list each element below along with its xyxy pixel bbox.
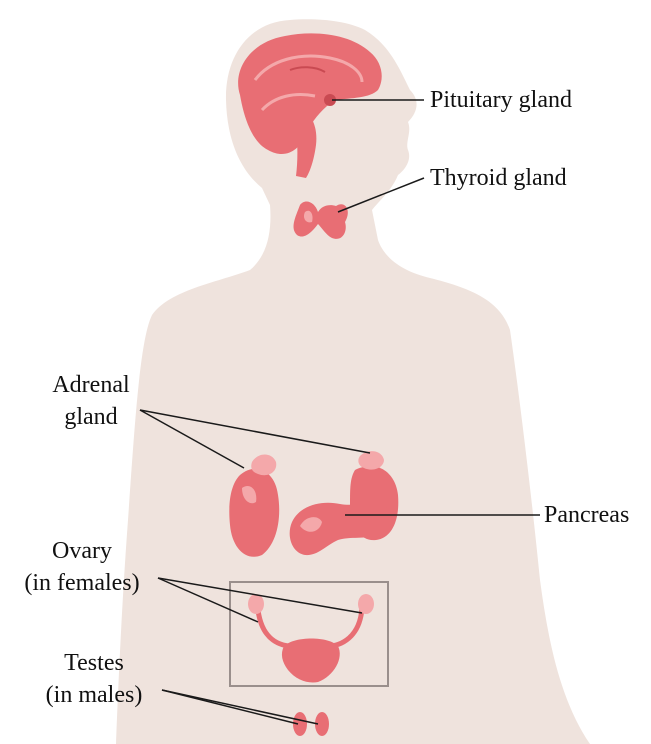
label-testes-line1: Testes (26, 650, 162, 677)
right-ovary (358, 594, 374, 614)
label-ovary-line1: Ovary (4, 538, 160, 565)
label-adrenal-line1: Adrenal (36, 372, 146, 399)
left-ovary (248, 594, 264, 614)
label-ovary-line2: (in females) (4, 570, 160, 597)
label-pituitary-gland: Pituitary gland (430, 87, 572, 114)
label-testes-line2: (in males) (26, 682, 162, 709)
label-pancreas: Pancreas (544, 502, 629, 529)
label-adrenal-line2: gland (36, 404, 146, 431)
label-thyroid-gland: Thyroid gland (430, 165, 567, 192)
